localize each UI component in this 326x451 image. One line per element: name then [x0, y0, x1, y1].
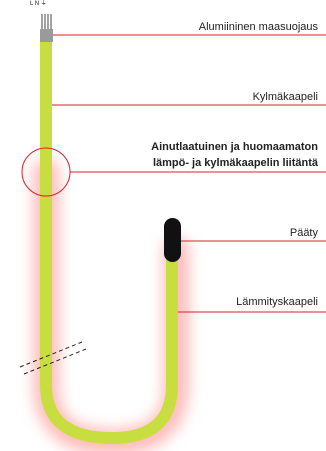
label-aluminium-foil: Alumiininen maasuojaus [198, 21, 318, 33]
label-cold-cable: Kylmäkaapeli [252, 91, 318, 103]
label-end-cap: Pääty [289, 227, 318, 239]
aluminium-foil-sleeve [40, 29, 53, 42]
callout-lines [52, 34, 326, 313]
end-cap [164, 218, 181, 262]
label-joint-line1: Ainutlaatuinen ja huomaamaton [151, 141, 318, 153]
cable-body [40, 42, 178, 445]
supply-wire-label: L N ⏚ [30, 1, 47, 7]
supply-wires [41, 14, 52, 30]
label-joint-line2: lämpö- ja kylmäkaapelin liitäntä [152, 157, 318, 169]
label-heating-cable: Lämmityskaapeli [236, 296, 318, 308]
heating-cable-glow [33, 159, 189, 451]
